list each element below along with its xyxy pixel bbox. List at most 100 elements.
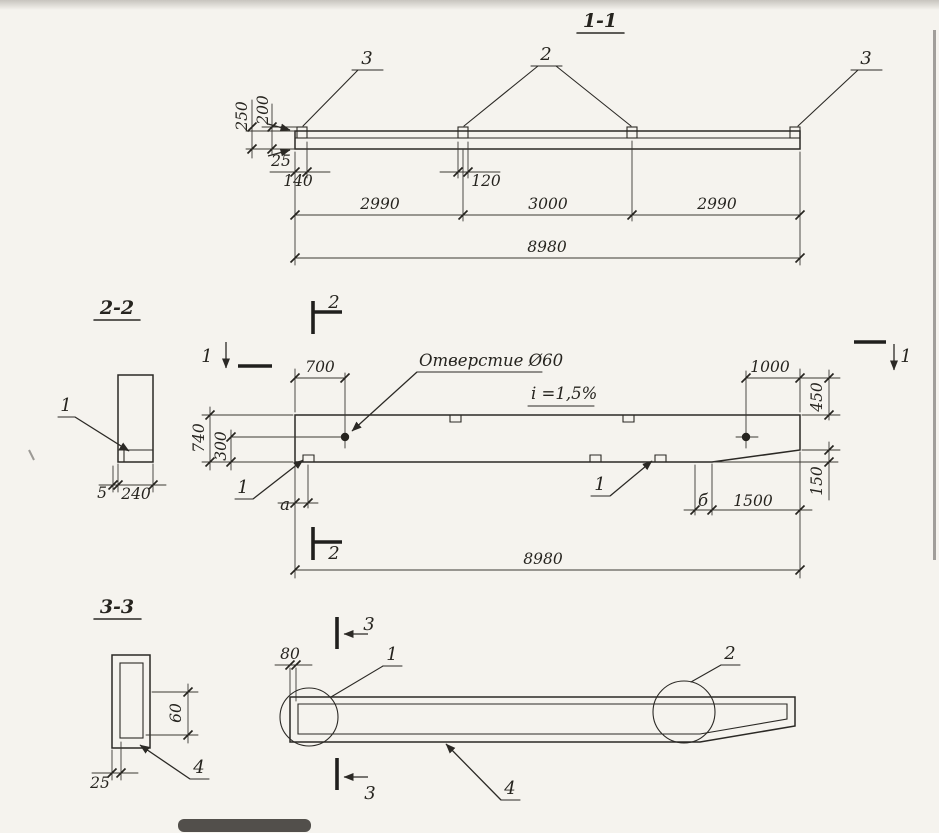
embed-plate-4: [789, 126, 801, 139]
callout-4-bottom: 4: [445, 743, 521, 801]
callout-4-label: 4: [192, 757, 204, 778]
right-dims-450-150: 450 150: [713, 369, 841, 501]
marker-2-bottom-label: 2: [327, 543, 339, 564]
letter-a: а: [280, 495, 290, 514]
letter-a-dim: а: [277, 464, 319, 514]
dim-120: 120: [471, 172, 501, 190]
embed-plate-3: [626, 126, 638, 139]
dim-300: 300: [212, 431, 230, 461]
callout-3-left: 3: [361, 48, 372, 69]
total-dimension-line-1-1: 8980: [294, 238, 801, 259]
dim-140: 140: [283, 172, 313, 190]
dim-740: 740: [190, 423, 208, 453]
hole-left: [340, 432, 350, 442]
dim-450: 450: [808, 382, 826, 413]
dim-60-group: 60: [145, 683, 199, 744]
bottom-view: 3 80 1 2 4: [274, 614, 796, 804]
dim-1500: 1500: [733, 492, 773, 510]
left-dimension-stack: 250 200 25: [233, 95, 298, 170]
dim-150: 150: [808, 466, 826, 496]
left-dims-740-300: 740 300: [190, 406, 342, 471]
letter-b-1500-dims: б 1500: [683, 463, 813, 516]
callout-1-left-label: 1: [237, 477, 248, 498]
beam-plan-outline: [294, 414, 801, 463]
callout-2-bottom: 2: [690, 643, 741, 683]
section-marker-2-top: 2: [311, 292, 342, 334]
callout-leaders-1-1: 3 2 3: [302, 44, 883, 127]
view-1-1-title: 1-1: [583, 10, 617, 32]
callout-1-plan-mid: 1: [590, 460, 653, 497]
dim-25-group: 25: [89, 741, 139, 792]
section-3-3-inner: [119, 662, 144, 739]
marker-1-left-label: 1: [201, 346, 212, 367]
dim-25-section: 25: [89, 774, 110, 792]
dim-1000: 1000: [750, 358, 790, 376]
embed-plate-2: [457, 126, 469, 139]
section-marker-1-left: 1: [201, 342, 272, 369]
callout-1-mid-label: 1: [594, 474, 605, 495]
section-marker-1-right: 1: [854, 340, 912, 371]
callout-1-bottom: 1: [330, 644, 403, 698]
letter-b: б: [698, 491, 709, 510]
holes: [340, 370, 759, 449]
slope-note-group: i =1,5%: [527, 384, 597, 407]
scan-smudge: [178, 819, 311, 832]
scan-speck: [28, 449, 35, 461]
dim-250: 250: [233, 101, 251, 132]
callout-detail-1-label: 1: [386, 644, 397, 665]
plan-embed-marks: [302, 414, 667, 463]
span-2990-right: 2990: [696, 195, 737, 213]
detail-circle-1: [279, 687, 339, 747]
dim-200: 200: [254, 95, 272, 126]
dim-80-group: 80: [274, 645, 313, 702]
hole-note-group: Отверстие Ø60: [351, 351, 563, 432]
span-dimension-line: 2990 3000 2990: [294, 140, 801, 266]
embed-plate-1: [296, 126, 308, 139]
dim-25: 25: [270, 152, 291, 170]
callout-1-plan-left: 1: [234, 459, 304, 500]
dim-5: 5: [97, 484, 107, 502]
slope-note: i =1,5%: [531, 384, 597, 403]
dim-8980-plan: 8980: [523, 550, 563, 568]
beam-bottom-inner: [297, 703, 788, 735]
callout-detail-2-label: 2: [723, 643, 735, 664]
section-3-3-outer: [111, 654, 151, 749]
callout-2-mid: 2: [539, 44, 551, 65]
dim-8980-top: 8980: [527, 238, 567, 256]
view-2-2: 2-2 1 5 240: [57, 297, 167, 503]
callout-1-plank: 1: [60, 395, 71, 416]
scan-edge-top: [0, 0, 939, 10]
hole-right: [741, 432, 751, 442]
dim-700-group: 700: [294, 358, 346, 413]
callout-3-right: 3: [860, 48, 871, 69]
detail-circle-2: [652, 680, 716, 744]
marker-1-right-label: 1: [900, 346, 911, 367]
view-1-1: 1-1 3 2 3: [233, 10, 883, 266]
plan-view: 2 1 1: [190, 292, 912, 579]
total-dimension-plan: 8980: [294, 451, 801, 579]
dim-240: 240: [120, 485, 151, 503]
section-marker-2-bottom: 2: [311, 527, 342, 564]
span-2990-left: 2990: [359, 195, 400, 213]
callout-4-section: 4: [139, 744, 210, 780]
view-3-3: 3-3 60 25 4: [89, 596, 210, 792]
marker-2-top-label: 2: [327, 292, 339, 313]
beam-elevation-outline: [294, 126, 801, 150]
span-3000: 3000: [528, 195, 568, 213]
dim-60: 60: [167, 703, 185, 723]
dims-2-2: 5 240: [97, 463, 167, 503]
view-3-3-title: 3-3: [100, 596, 134, 618]
dim-700: 700: [305, 358, 335, 376]
hole-note: Отверстие Ø60: [419, 351, 563, 370]
marker-3-bottom-label: 3: [364, 783, 375, 804]
scan-artifacts: [28, 449, 311, 832]
scan-edge-right: [933, 30, 936, 560]
callout-4-bottom-label: 4: [503, 778, 515, 799]
section-marker-3-bottom: 3: [335, 758, 376, 804]
section-marker-3-top: 3: [335, 614, 375, 649]
dim-1000-group: 1000: [745, 358, 801, 413]
dim-80: 80: [280, 645, 300, 663]
view-2-2-title: 2-2: [99, 297, 134, 319]
